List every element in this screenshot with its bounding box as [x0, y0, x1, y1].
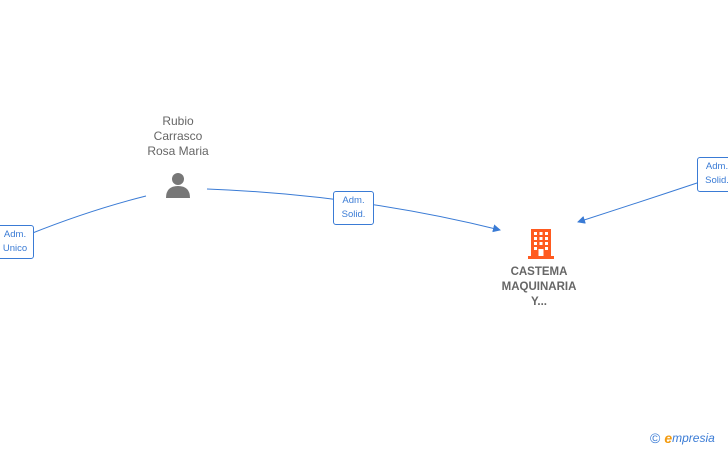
edge-left-to-person	[29, 195, 147, 235]
role-badge-adm-unico[interactable]: Adm. Unico	[0, 225, 34, 259]
brand-name: mpresia	[672, 431, 715, 445]
company-name-line-1: CASTEMA	[510, 266, 568, 278]
copyright-icon: ©	[650, 430, 661, 446]
company-name-line-3: Y...	[531, 296, 547, 308]
role-right-line-2: Solid.	[705, 175, 728, 186]
building-icon[interactable]	[525, 227, 557, 259]
company-name-line-2: MAQUINARIA	[501, 281, 577, 293]
role-right-line-1: Adm.	[705, 161, 728, 172]
brand-logo[interactable]: ©empresia	[650, 430, 715, 446]
person-icon[interactable]	[164, 170, 192, 198]
person-name-line-3: Rosa Maria	[147, 144, 209, 158]
company-name[interactable]: CASTEMA MAQUINARIA Y...	[489, 265, 589, 310]
role-mid-line-1: Adm.	[342, 195, 365, 206]
role-badge-adm-solid-right[interactable]: Adm. Solid.	[697, 157, 728, 192]
role-left-line-1: Adm.	[3, 229, 27, 240]
brand-e-letter: e	[664, 430, 673, 446]
person-name-line-1: Rubio	[162, 114, 194, 128]
role-badge-adm-solid-middle[interactable]: Adm. Solid.	[333, 191, 374, 225]
person-name[interactable]: Rubio Carrasco Rosa Maria	[128, 114, 228, 159]
edge-right-to-company	[577, 181, 701, 224]
person-name-line-2: Carrasco	[153, 129, 203, 143]
role-left-line-2: Unico	[2, 243, 28, 254]
role-mid-line-2: Solid.	[341, 209, 366, 220]
